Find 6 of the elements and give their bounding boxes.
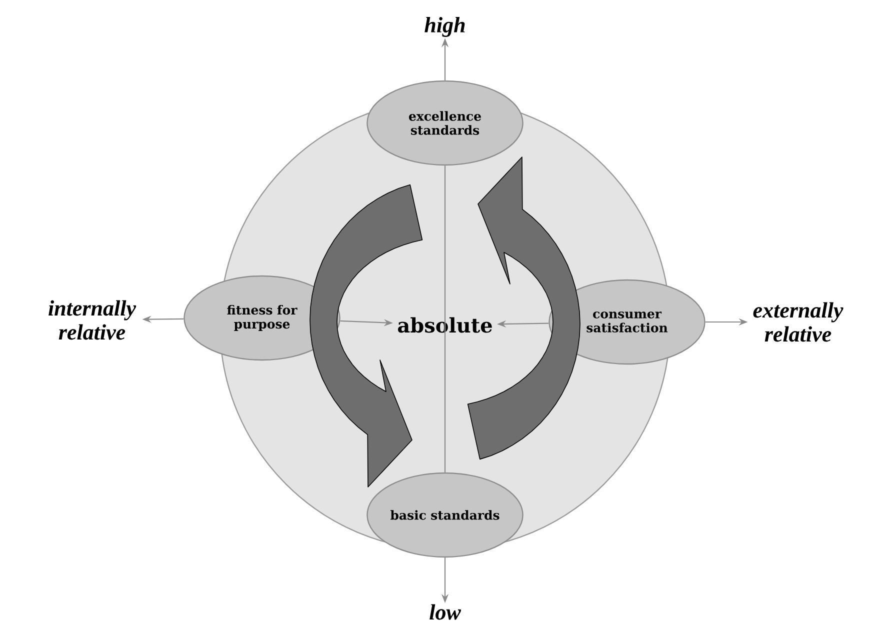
axis-line <box>444 166 446 472</box>
axis-label: externally relative <box>753 302 844 342</box>
axis-label: internally relative <box>48 300 136 340</box>
axis-label: high <box>424 17 465 37</box>
centre-label: absolute <box>398 317 492 333</box>
axis-label: low <box>430 604 461 620</box>
